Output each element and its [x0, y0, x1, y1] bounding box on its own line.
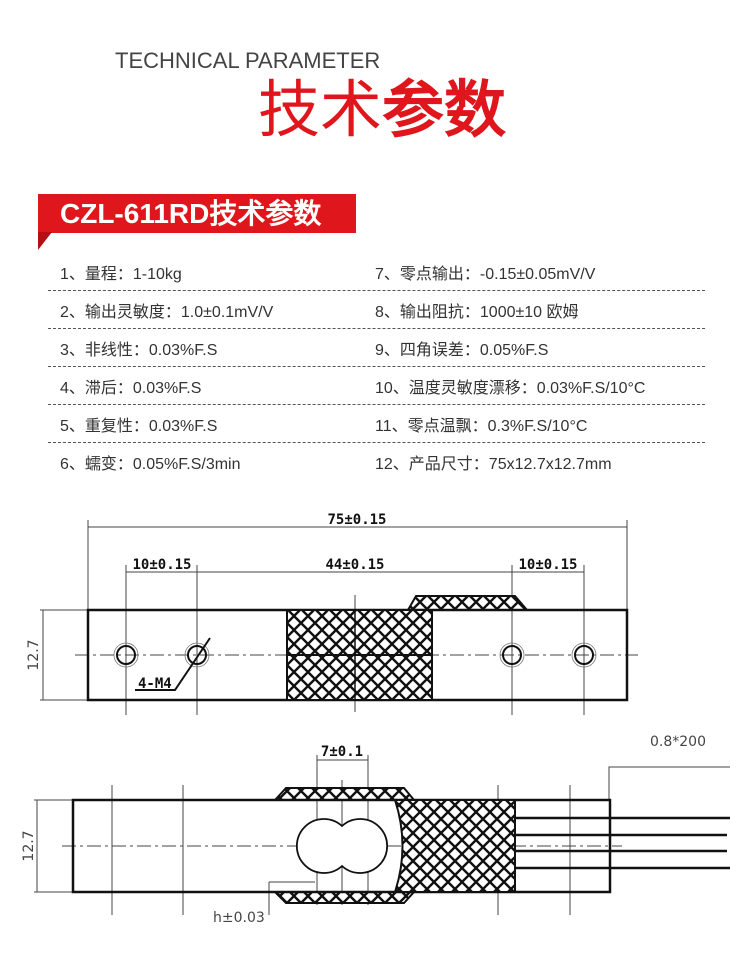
- cable-label: 0.8*200: [650, 734, 706, 750]
- parameter-row: 5、重复性：0.03%F.S 11、零点温飘：0.3%F.S/10°C: [48, 404, 705, 443]
- hole-label: 4-M4: [138, 676, 172, 692]
- chinese-title: 技术参数: [258, 80, 506, 142]
- total-length-label: 75±0.15: [327, 512, 386, 528]
- center-spacing-label: 44±0.15: [325, 557, 384, 573]
- parameter-right: 7、零点输出：-0.15±0.05mV/V: [375, 266, 596, 283]
- parameter-left: 4、滞后：0.03%F.S: [60, 380, 202, 397]
- parameter-row: 1、量程：1-10kg 7、零点输出：-0.15±0.05mV/V: [48, 252, 705, 291]
- side-view-labels: 7±0.1 0.8*200 h±0.03 12.7: [21, 734, 706, 926]
- parameter-left: 3、非线性：0.03%F.S: [60, 342, 218, 359]
- top-view: [40, 520, 638, 715]
- title-bold: 参数: [382, 76, 507, 145]
- parameter-right: 12、产品尺寸：75x12.7x12.7mm: [375, 456, 612, 473]
- parameter-left: 1、量程：1-10kg: [60, 266, 182, 283]
- hole-width-label: 7±0.1: [321, 744, 363, 760]
- right-spacing-label: 10±0.15: [518, 557, 577, 573]
- parameter-left: 6、蠕变：0.05%F.S/3min: [60, 456, 241, 473]
- parameter-right: 10、温度灵敏度漂移：0.03%F.S/10°C: [375, 380, 646, 397]
- english-title: TECHNICAL PARAMETER: [115, 48, 381, 73]
- parameter-row: 3、非线性：0.03%F.S 9、四角误差：0.05%F.S: [48, 328, 705, 367]
- side-view: [34, 755, 730, 915]
- parameter-row: 6、蠕变：0.05%F.S/3min 12、产品尺寸：75x12.7x12.7mm: [48, 442, 705, 480]
- top-height-label: 12.7: [26, 639, 42, 670]
- parameter-row: 4、滞后：0.03%F.S 10、温度灵敏度漂移：0.03%F.S/10°C: [48, 366, 705, 405]
- parameter-right: 11、零点温飘：0.3%F.S/10°C: [375, 418, 588, 435]
- banner-fold: [38, 232, 52, 250]
- mounting-holes: [116, 645, 594, 665]
- side-height-label: 12.7: [21, 830, 37, 861]
- parameter-right: 9、四角误差：0.05%F.S: [375, 342, 549, 359]
- top-view-labels: 75±0.15 10±0.15 44±0.15 10±0.15 4-M4 12.…: [26, 512, 578, 692]
- parameter-left: 5、重复性：0.03%F.S: [60, 418, 218, 435]
- model-banner: CZL-611RD技术参数: [38, 194, 356, 233]
- cable-wires: [515, 816, 730, 870]
- title-thin: 技术: [258, 76, 383, 145]
- figure8-hole: [296, 818, 388, 874]
- left-spacing-label: 10±0.15: [132, 557, 191, 573]
- parameter-left: 2、输出灵敏度：1.0±0.1mV/V: [60, 304, 274, 321]
- web-label: h±0.03: [213, 910, 265, 926]
- parameter-row: 2、输出灵敏度：1.0±0.1mV/V 8、输出阻抗：1000±10 欧姆: [48, 290, 705, 329]
- parameter-right: 8、输出阻抗：1000±10 欧姆: [375, 304, 579, 321]
